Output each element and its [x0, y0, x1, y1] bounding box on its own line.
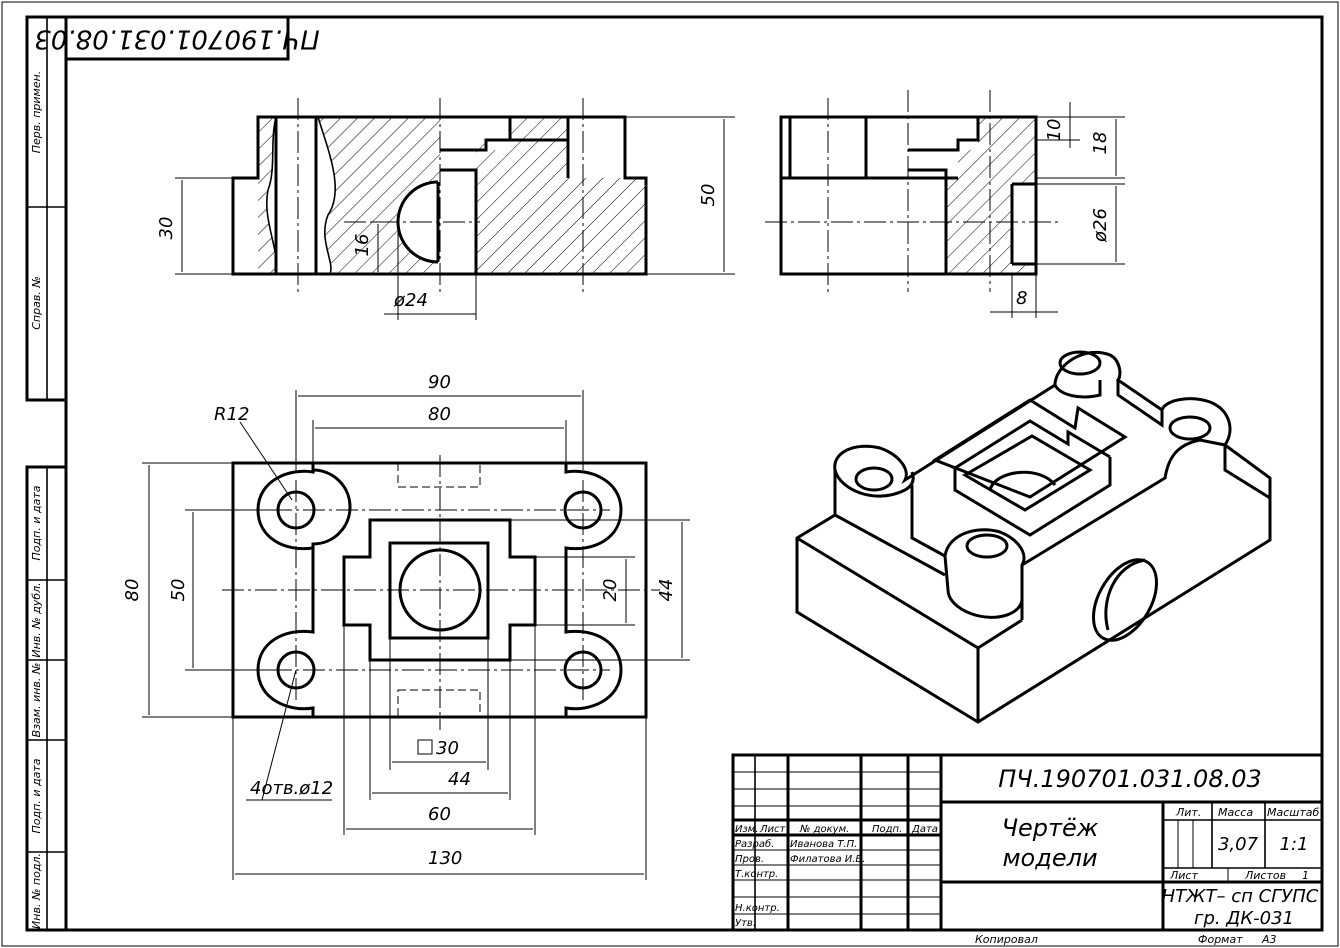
strip-label-sign-date-1: Подп. и дата — [30, 485, 43, 560]
side-view: 10 18 ø26 8 — [765, 90, 1125, 318]
tb-mass-label: Масса — [1218, 806, 1253, 819]
top-view: 90 80 R12 80 50 20 44 30 44 60 — [122, 372, 690, 880]
isometric-view — [795, 350, 1272, 724]
tb-header-list: Лист — [759, 824, 787, 835]
dim-side-dia26: ø26 — [1090, 208, 1111, 243]
strip-label-sign-date-2: Подп. и дата — [30, 758, 43, 833]
rotated-code-stamp: ПЧ.190701.031.08.03 — [34, 15, 320, 61]
tb-header-doc: № докум. — [799, 824, 849, 835]
dim-top-90: 90 — [428, 372, 451, 393]
tb-header-sign: Подп. — [872, 824, 902, 835]
strip-label-first-use: Перв. примен. — [30, 71, 43, 154]
tb-lit-label: Лит. — [1175, 806, 1201, 819]
dim-top-80-height: 80 — [122, 579, 143, 602]
tb-sheet-label: Лист — [1169, 869, 1198, 882]
dim-top-r12: R12 — [214, 404, 249, 425]
dim-side-8: 8 — [1016, 288, 1027, 309]
tb-name-prov: Филатова И.В. — [790, 854, 865, 865]
tb-row-prov: Пров. — [735, 854, 764, 865]
dim-side-10: 10 — [1044, 119, 1065, 142]
strip-label-dup-inv: Инв. № дубл. — [30, 582, 43, 657]
tb-row-utv: Утв. — [735, 918, 756, 929]
tb-org-line1: НТЖТ– сп СГУПС — [1162, 886, 1319, 907]
dim-top-44-width: 44 — [448, 769, 471, 790]
tb-header-date: Дата — [911, 824, 938, 835]
strip-label-ref-no: Справ. № — [30, 276, 43, 330]
title-block: Изм. Лист № докум. Подп. Дата Разраб. Пр… — [731, 753, 1324, 946]
tb-format-label: Формат — [1198, 933, 1243, 946]
dim-front-dia24: ø24 — [393, 290, 428, 311]
dim-front-50: 50 — [698, 184, 719, 207]
tb-name-razrab: Иванова Т.П. — [790, 839, 857, 850]
tb-scale-label: Масштаб — [1267, 806, 1319, 819]
tb-org-line2: гр. ДК-031 — [1194, 908, 1294, 929]
dim-side-18: 18 — [1090, 132, 1111, 155]
front-view: 30 16 50 ø24 — [156, 98, 735, 320]
tb-row-razrab: Разраб. — [735, 838, 774, 850]
tb-mass-value: 3,07 — [1218, 834, 1259, 855]
strip-label-replace-inv: Взам. инв. № — [30, 663, 43, 738]
dim-top-20: 20 — [600, 579, 621, 602]
tb-header-izm: Изм. — [735, 824, 759, 835]
dim-front-16: 16 — [352, 234, 373, 257]
tb-title-line1: Чертёж — [1002, 814, 1099, 842]
tb-row-nkontr: Н.контр. — [735, 903, 780, 914]
tb-designation: ПЧ.190701.031.08.03 — [998, 765, 1262, 793]
dim-top-80-width: 80 — [428, 404, 451, 425]
rotated-code-text: ПЧ.190701.031.08.03 — [34, 24, 319, 54]
dim-top-square30: 30 — [436, 738, 459, 759]
dim-top-4holes: 4отв.ø12 — [250, 778, 333, 799]
dim-top-130: 130 — [428, 848, 462, 869]
dim-front-30: 30 — [156, 217, 177, 240]
dim-top-50: 50 — [168, 579, 189, 602]
dim-top-44-height: 44 — [656, 579, 677, 602]
tb-sheets-value: 1 — [1302, 869, 1309, 882]
tb-format-value: А3 — [1261, 933, 1277, 946]
tb-scale-value: 1:1 — [1280, 834, 1309, 855]
side-strip: Перв. примен. Справ. № Подп. и дата Инв.… — [25, 15, 68, 932]
tb-copied-label: Копировал — [975, 933, 1038, 946]
dim-top-60: 60 — [428, 804, 451, 825]
tb-sheets-label: Листов — [1244, 869, 1286, 882]
tb-title-line2: модели — [1002, 844, 1097, 872]
tb-row-tkontr: Т.контр. — [735, 869, 778, 880]
strip-label-orig-inv: Инв. № подл. — [30, 853, 43, 929]
